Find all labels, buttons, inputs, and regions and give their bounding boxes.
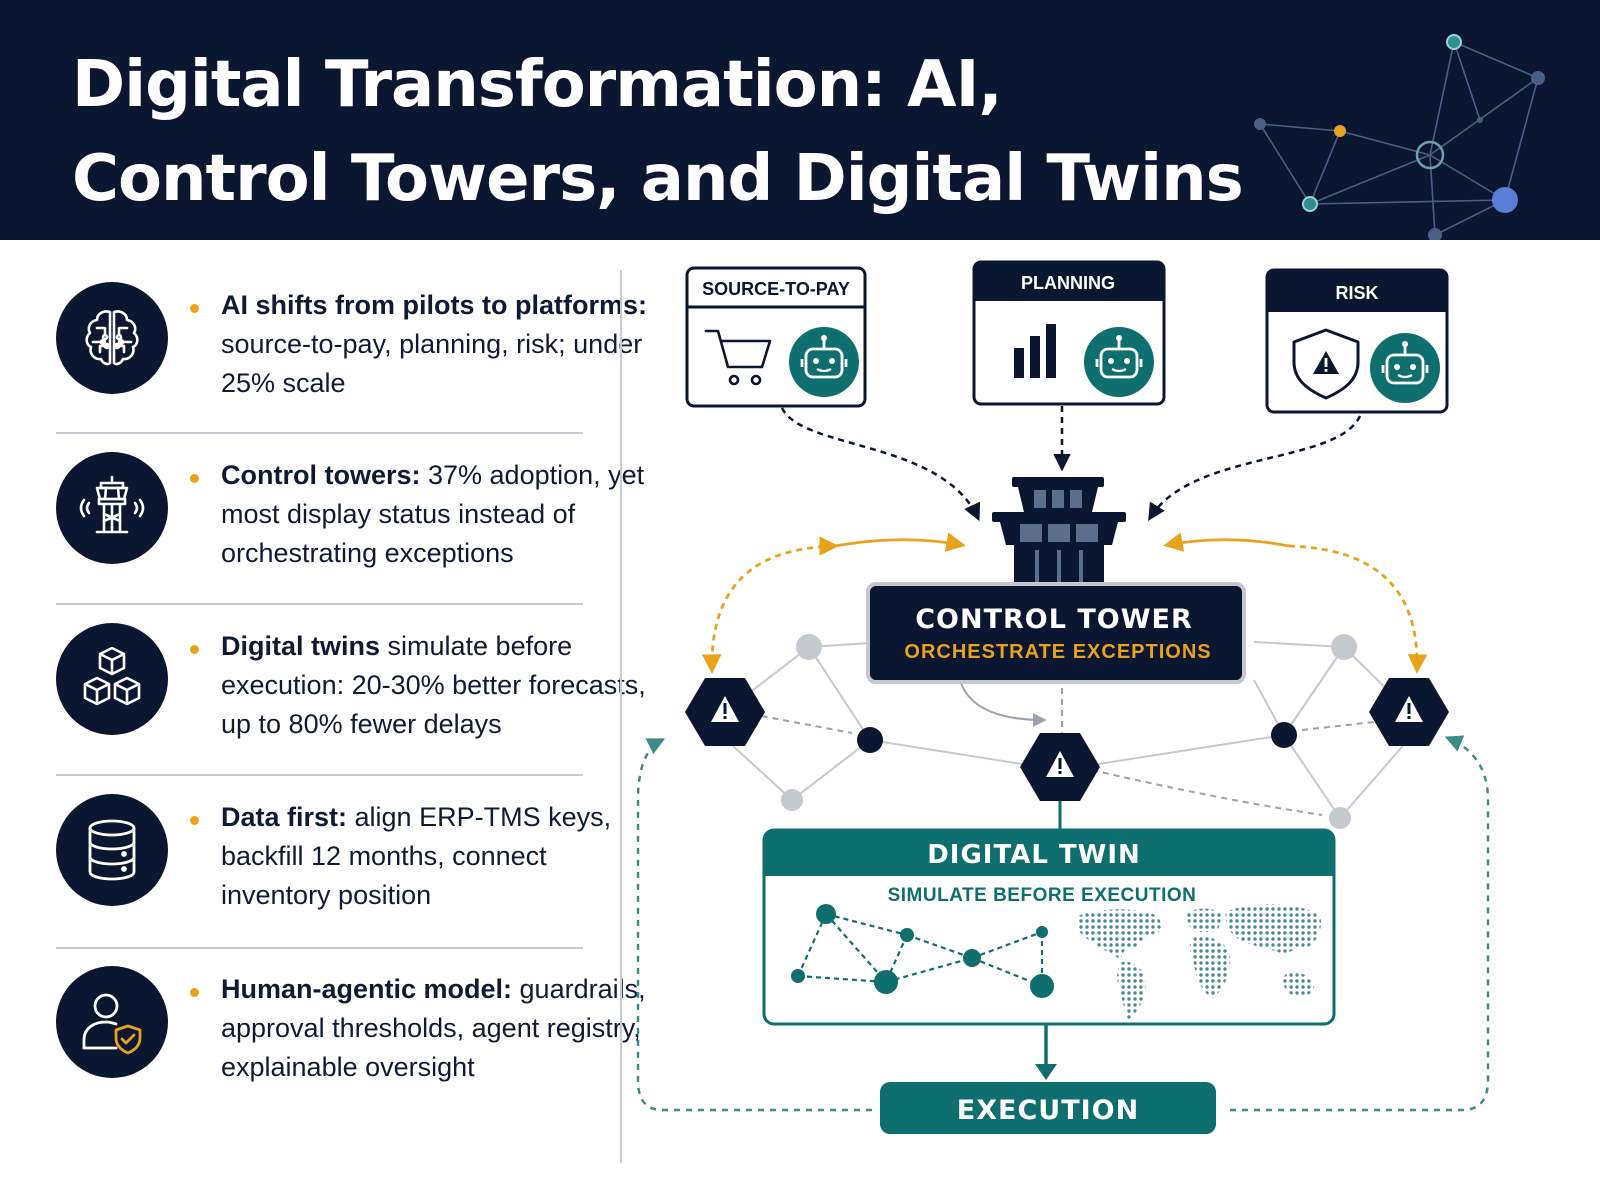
item-bold: Data first:	[221, 802, 348, 832]
risk-box: RISK	[1265, 268, 1449, 414]
control-tower-building-icon	[992, 477, 1126, 595]
network-node	[1329, 807, 1351, 829]
world-map-icon	[1078, 904, 1322, 1020]
digital-twin-subtitle: SIMULATE BEFORE EXECUTION	[888, 885, 1197, 906]
page-title: Digital Transformation: AI, Control Towe…	[72, 48, 1244, 216]
source-to-pay-box: SOURCE-TO-PAY	[685, 266, 867, 408]
source-to-pay-label: SOURCE-TO-PAY	[702, 279, 850, 299]
digital-twin-title: DIGITAL TWIN	[927, 840, 1141, 870]
item-body: source-to-pay, planning, risk; under 25%…	[221, 329, 643, 398]
network-node	[781, 789, 803, 811]
planning-box: PLANNING	[972, 260, 1166, 406]
divider	[56, 774, 583, 776]
robot-icon	[1370, 333, 1440, 403]
flow-diagram: SOURCE-TO-PAY PLANNING	[636, 260, 1490, 1134]
network-graphic	[1254, 34, 1545, 240]
simulation-graph	[791, 904, 1054, 998]
network-node	[857, 727, 883, 753]
network-node	[796, 634, 822, 660]
bullet-dot	[190, 645, 199, 654]
network-node	[1271, 722, 1297, 748]
item-body: simulate before execution: 20-30% better…	[221, 631, 646, 739]
item-bold: AI shifts from pilots to platforms:	[221, 290, 648, 320]
robot-icon	[789, 327, 859, 397]
item-body: 37% adoption, yet most display status in…	[221, 460, 645, 568]
bullet-dot	[190, 474, 199, 483]
column-divider	[620, 270, 622, 1163]
bullet-dot	[190, 988, 199, 997]
alert-hex-center-icon	[1020, 733, 1100, 801]
robot-icon	[1084, 327, 1154, 397]
execution-box: EXECUTION	[880, 1082, 1216, 1134]
risk-label: RISK	[1335, 283, 1378, 303]
bullet-dot	[190, 816, 199, 825]
control-tower-subtitle: ORCHESTRATE EXCEPTIONS	[904, 641, 1211, 663]
item-bold: Control towers:	[221, 460, 421, 490]
execution-label: EXECUTION	[957, 1095, 1139, 1126]
network-node	[1331, 634, 1357, 660]
bar-chart-icon	[1014, 324, 1056, 378]
digital-twin-box: DIGITAL TWIN SIMULATE BEFORE EXECUTION	[762, 828, 1336, 1026]
divider	[56, 603, 583, 605]
alert-hex-left-icon	[685, 678, 765, 746]
alert-hex-right-icon	[1369, 678, 1449, 746]
item-body: align ERP-TMS keys, backfill 12 months, …	[221, 802, 612, 910]
shield-alert-icon	[1292, 328, 1360, 400]
planning-label: PLANNING	[1021, 273, 1115, 293]
control-tower-title: CONTROL TOWER	[915, 604, 1193, 635]
cubes-icon	[56, 623, 168, 735]
control-tower-box: CONTROL TOWER ORCHESTRATE EXCEPTIONS	[866, 582, 1246, 684]
control-tower-icon	[56, 452, 168, 564]
item-bold: Digital twins	[221, 631, 381, 661]
header-banner: Digital Transformation: AI, Control Towe…	[0, 0, 1600, 240]
shopping-cart-icon	[704, 329, 772, 386]
item-bold: Human-agentic model:	[221, 974, 513, 1004]
brain-circuit-icon	[56, 282, 168, 394]
user-shield-icon	[56, 966, 168, 1078]
divider	[56, 432, 583, 434]
divider	[56, 947, 583, 949]
database-icon	[56, 794, 168, 906]
item-body: guardrails, approval thresholds, agent r…	[221, 974, 646, 1082]
bullet-dot	[190, 304, 199, 313]
